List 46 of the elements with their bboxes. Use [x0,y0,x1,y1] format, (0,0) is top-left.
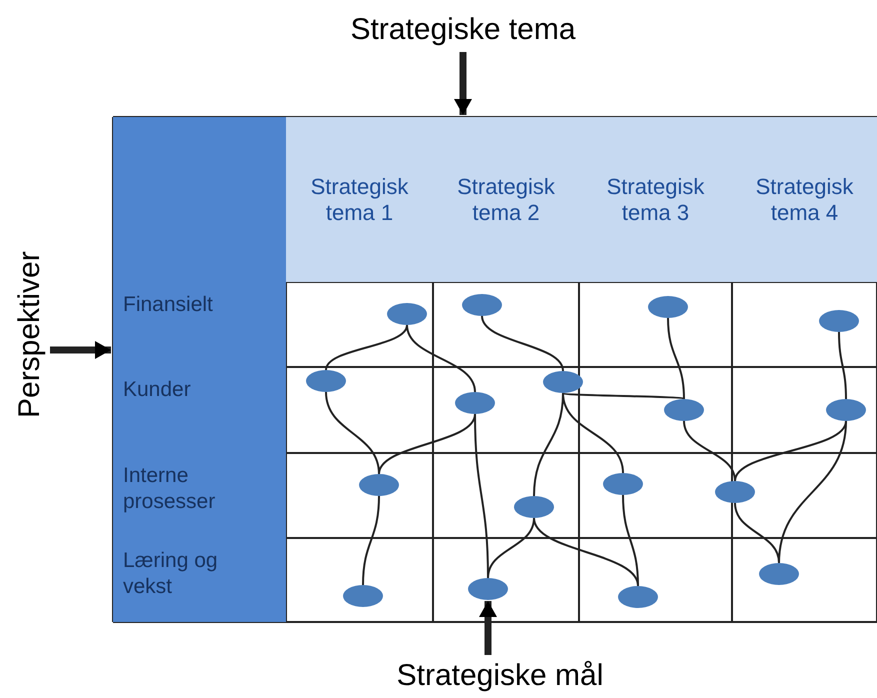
objective-ellipse [455,392,495,414]
connector-line [667,318,685,400]
row-header: Finansielt [113,282,286,367]
axis-title: Strategiske tema [323,8,603,52]
connector-line [734,502,780,564]
objective-ellipse [603,473,643,495]
axis-title: Perspektiver [10,240,50,430]
objective-ellipse [715,481,755,503]
objective-ellipse [759,563,799,585]
column-header: Strategisk tema 3 [579,117,732,282]
connector-line [562,392,684,400]
connector-line [533,518,639,586]
arrow [50,341,111,359]
connector-line [378,414,476,474]
objective-ellipse [462,294,502,316]
row-header: Læring og vekst [113,538,286,622]
row-header: Kunder [113,367,286,453]
objective-ellipse [359,474,399,496]
objective-ellipse [343,585,383,607]
arrow [479,601,497,655]
connector-line [481,316,564,372]
objective-ellipse [514,496,554,518]
objective-ellipse [306,370,346,392]
row-header: Interne prosesser [113,453,286,538]
objective-ellipse [543,371,583,393]
connector-line [362,496,380,586]
column-header: Strategisk tema 2 [433,117,579,282]
objective-ellipse [664,399,704,421]
connector-line [838,332,847,400]
axis-title: Strategiske mål [370,655,630,697]
objective-ellipse [387,303,427,325]
connector-line [622,494,639,586]
connector-line [325,392,380,474]
objective-ellipse [648,296,688,318]
connector-line [406,324,476,392]
objective-ellipse [468,578,508,600]
connector-line [325,324,408,370]
objective-ellipse [819,310,859,332]
objective-ellipse [618,586,658,608]
objective-ellipse [826,399,866,421]
column-header: Strategisk tema 1 [286,117,433,282]
arrow [454,52,472,115]
connector-line [683,420,736,482]
connector-line [562,392,624,474]
connector-line [734,420,847,482]
column-header: Strategisk tema 4 [732,117,877,282]
